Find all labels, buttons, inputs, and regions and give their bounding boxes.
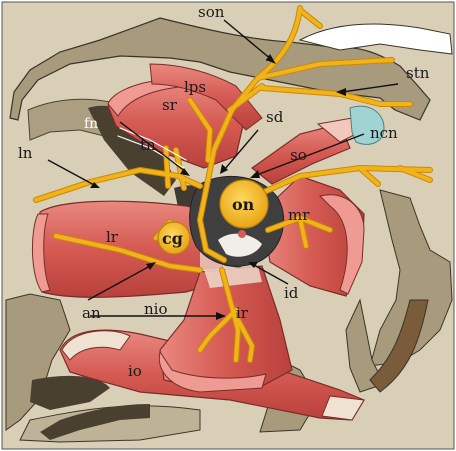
label-id: id: [284, 284, 299, 302]
label-nio: nio: [144, 300, 168, 318]
label-ln: ln: [18, 144, 33, 162]
label-mr: mr: [288, 206, 310, 224]
label-ir: ir: [236, 304, 249, 322]
label-lr: lr: [106, 228, 119, 246]
label-fn: fn: [84, 116, 98, 132]
label-sr: sr: [162, 96, 178, 114]
label-io: io: [128, 362, 142, 380]
label-son: son: [198, 3, 225, 21]
label-tn: tn: [140, 136, 156, 154]
label-an: an: [82, 304, 101, 322]
label-cg: cg: [162, 229, 183, 248]
label-on: on: [232, 195, 255, 214]
label-stn: stn: [406, 64, 430, 82]
label-sd: sd: [266, 108, 284, 126]
label-lps: lps: [184, 78, 206, 96]
label-so: so: [290, 146, 307, 164]
label-ncn: ncn: [370, 124, 398, 142]
